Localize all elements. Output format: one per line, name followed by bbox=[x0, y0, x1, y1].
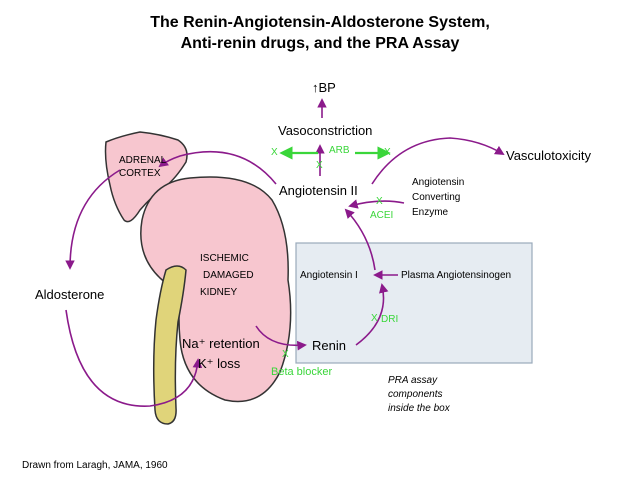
beta-blocker-block-mark: X bbox=[282, 349, 289, 360]
acei-label: ACEI bbox=[370, 210, 394, 221]
box-note-line-2: components bbox=[388, 389, 443, 400]
ace-label-line-3: Enzyme bbox=[412, 207, 449, 218]
arb-label: ARB bbox=[329, 145, 350, 156]
bp-label: ↑BP bbox=[312, 80, 336, 95]
renin-label: Renin bbox=[312, 338, 346, 353]
box-note-line-3: inside the box bbox=[388, 403, 450, 414]
angiotensinogen-label: Plasma Angiotensinogen bbox=[401, 270, 512, 281]
arrow-ace-to-angiotensinii bbox=[348, 199, 405, 209]
arrow-angiotensinii-to-adrenal bbox=[158, 150, 277, 185]
vasoconstriction-label: Vasoconstriction bbox=[278, 123, 373, 138]
vasculotoxicity-label: Vasculotoxicity bbox=[506, 148, 592, 163]
arrow-angiotensinii-to-vasculotoxicity bbox=[371, 137, 505, 185]
acei-block-mark: X bbox=[376, 196, 383, 207]
title-line-2: Anti-renin drugs, and the PRA Assay bbox=[180, 35, 460, 52]
kidney-label-line-1: ISCHEMIC bbox=[200, 253, 249, 264]
ace-label-line-2: Converting bbox=[412, 192, 461, 203]
source-citation: Drawn from Laragh, JAMA, 1960 bbox=[22, 460, 168, 471]
ace-label-line-1: Angiotensin bbox=[412, 177, 465, 188]
arb-block-right: X bbox=[384, 147, 391, 158]
arb-block-left: X bbox=[271, 147, 278, 158]
angiotensin-i-label: Angiotensin I bbox=[300, 270, 358, 281]
arb-block-center: X bbox=[316, 160, 323, 171]
adrenal-label-line-2: CORTEX bbox=[119, 168, 161, 179]
kidney-label-line-2: DAMAGED bbox=[203, 270, 254, 281]
dri-label: DRI bbox=[381, 314, 399, 325]
kidney-shape bbox=[140, 176, 292, 403]
arrow-angiotensini-to-angiotensinii bbox=[344, 208, 376, 271]
ureter-shape bbox=[152, 265, 187, 425]
beta-blocker-label: Beta blocker bbox=[271, 366, 333, 378]
dri-block-mark: X bbox=[371, 313, 378, 324]
title-line-1: The Renin-Angiotensin-Aldosterone System… bbox=[150, 14, 490, 31]
arrow-renin-to-angiotensini bbox=[355, 283, 389, 346]
box-note-line-1: PRA assay bbox=[388, 375, 438, 386]
arrow-adrenal-to-aldosterone bbox=[65, 169, 121, 270]
k-loss-label: K⁺ loss bbox=[198, 356, 241, 371]
pra-assay-box bbox=[295, 242, 533, 364]
na-retention-label: Na⁺ retention bbox=[182, 336, 260, 351]
angiotensin-ii-label: Angiotensin II bbox=[279, 183, 358, 198]
adrenal-label-line-1: ADRENAL bbox=[119, 155, 167, 166]
arrow-kidney-to-renin bbox=[255, 325, 307, 351]
aldosterone-label: Aldosterone bbox=[35, 287, 105, 302]
kidney-label-line-3: KIDNEY bbox=[200, 287, 238, 298]
arrow-aldosterone-to-nak bbox=[65, 309, 203, 407]
